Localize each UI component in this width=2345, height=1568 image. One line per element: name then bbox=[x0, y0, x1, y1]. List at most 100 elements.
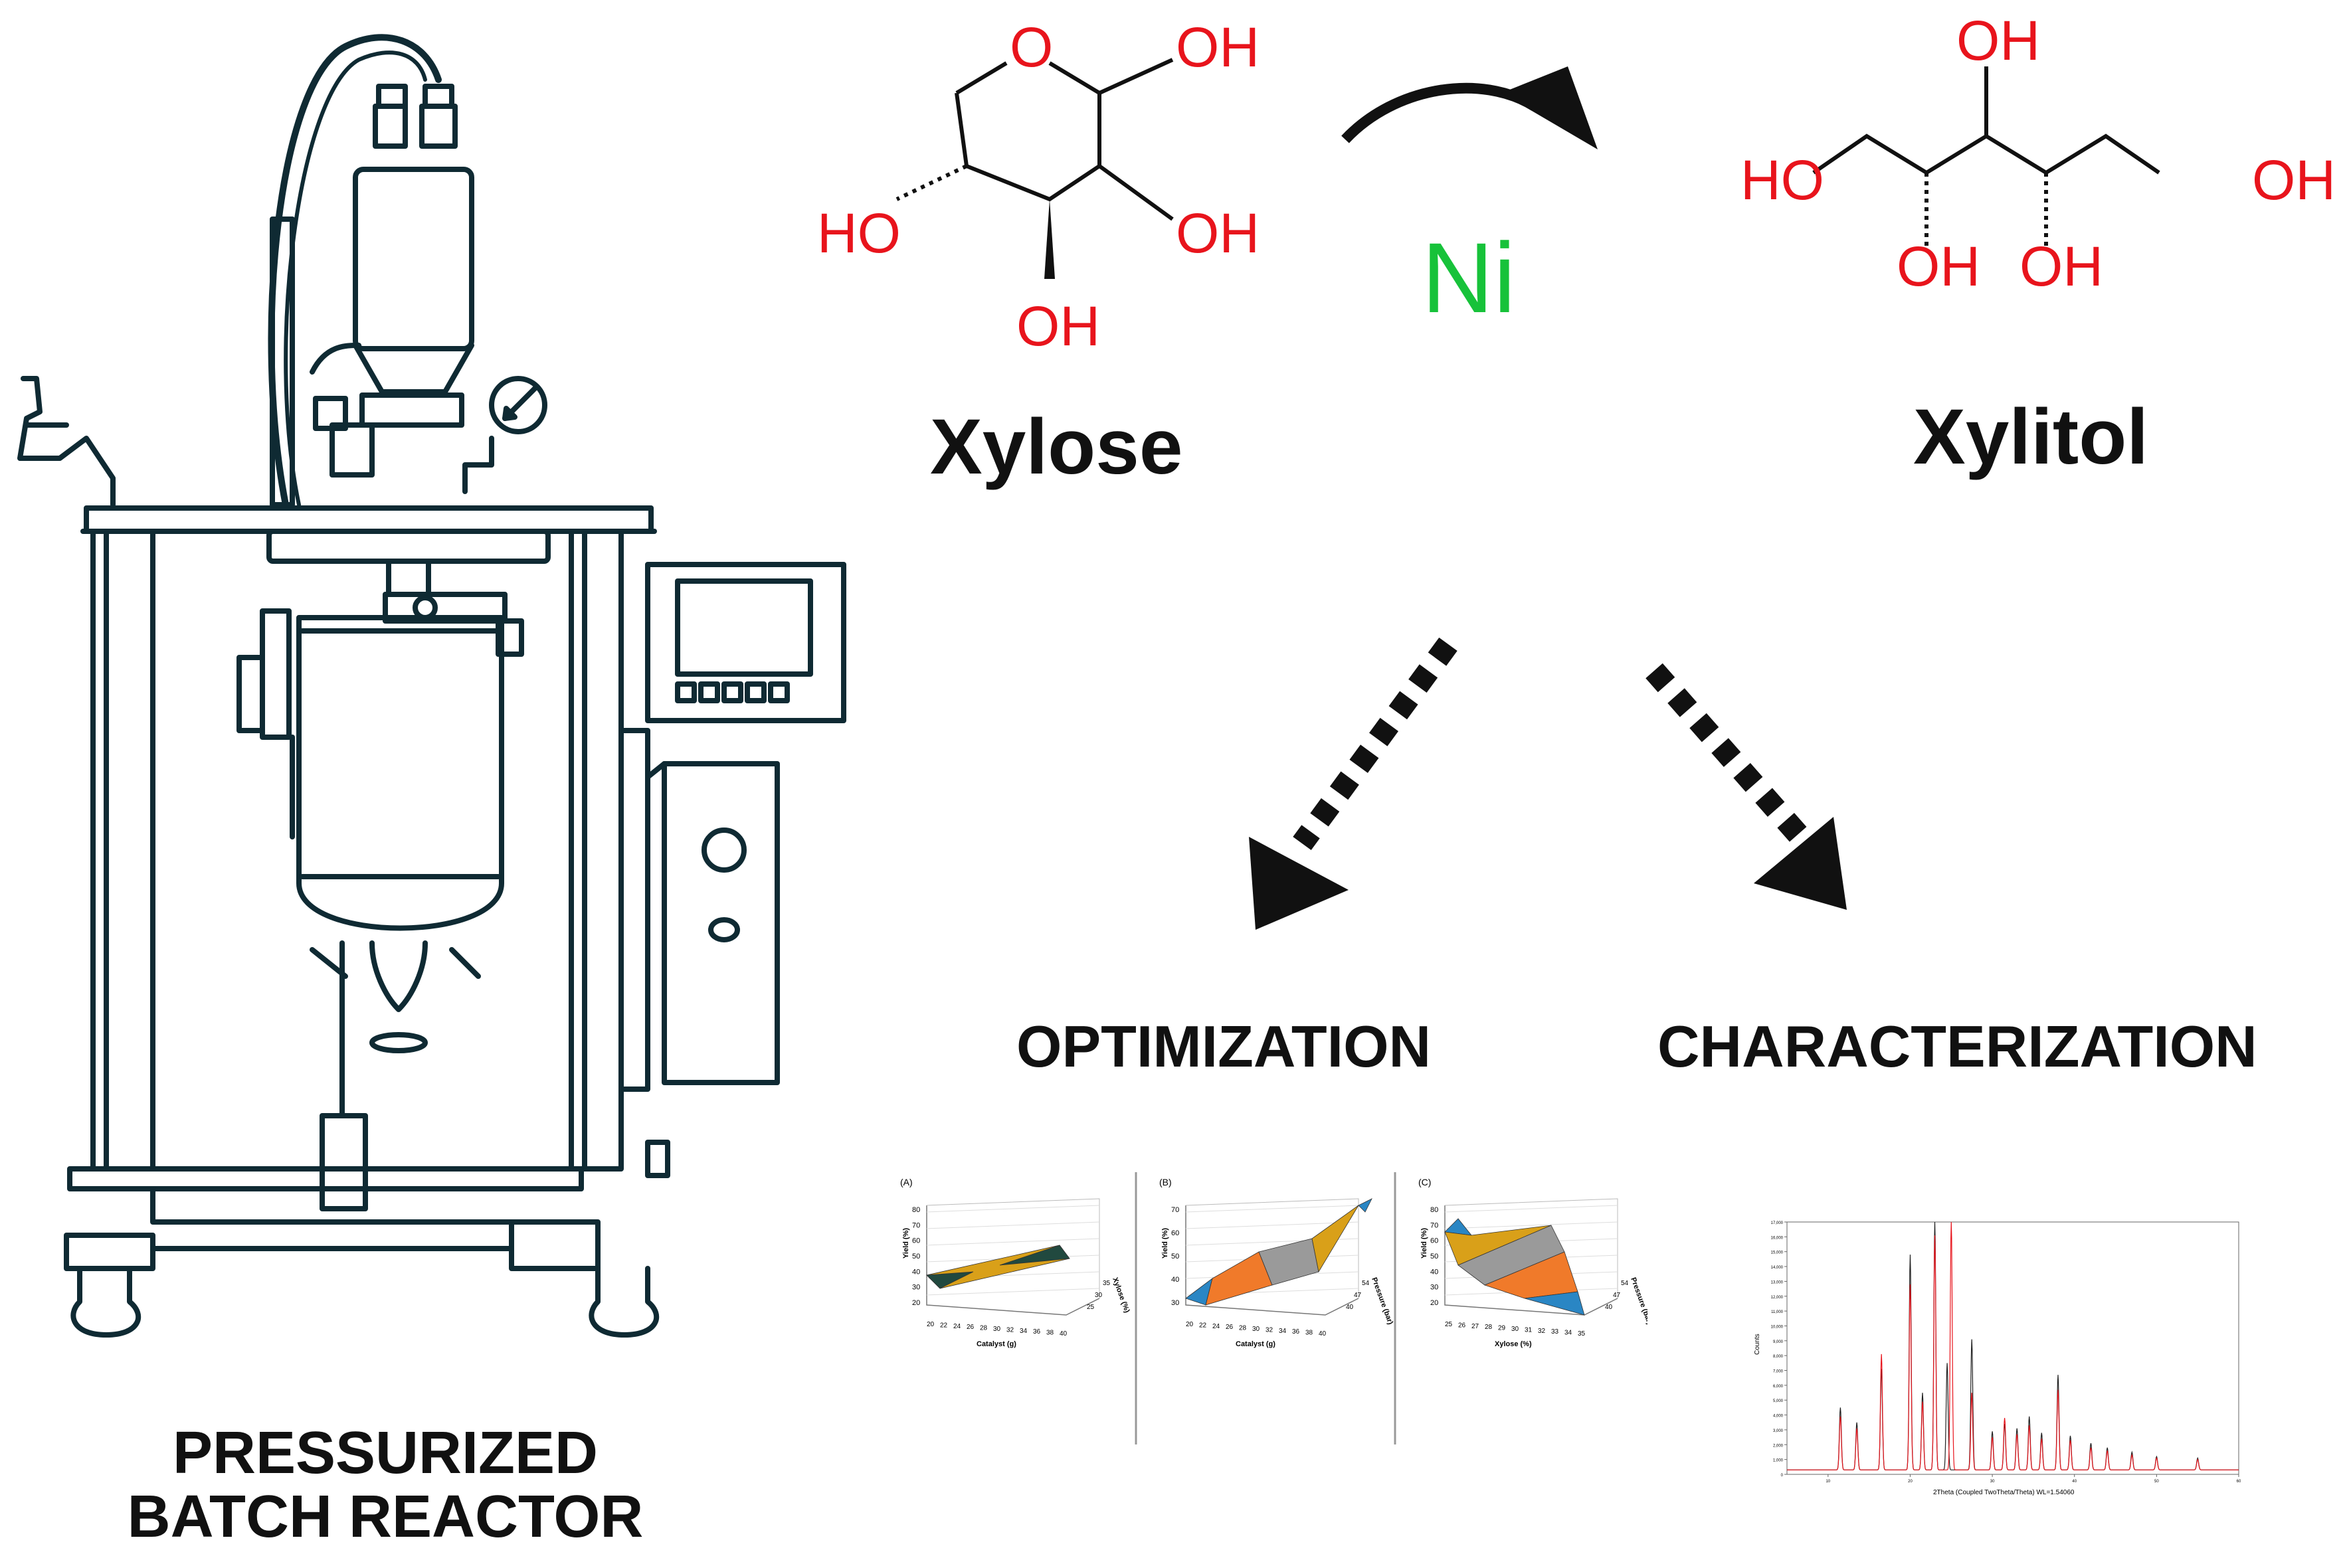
y-tick-label: 16,000 bbox=[1771, 1236, 1784, 1240]
xrd-ylabel: Counts bbox=[1754, 1334, 1761, 1355]
panel-tag: (A) bbox=[900, 1177, 913, 1187]
y-tick-label: 3,000 bbox=[1773, 1429, 1784, 1433]
y-tick-label: 9,000 bbox=[1773, 1340, 1784, 1344]
panel-tag: (C) bbox=[1418, 1177, 1431, 1187]
y-tick-label: 10,000 bbox=[1771, 1325, 1784, 1329]
optimization-heading: OPTIMIZATION bbox=[1016, 1013, 1432, 1079]
xrd-series bbox=[1787, 1221, 2239, 1470]
x-tick: 26 bbox=[967, 1324, 975, 1331]
reactor-drawing bbox=[17, 34, 846, 1338]
dotted-arrow-right-icon bbox=[1645, 663, 1809, 845]
x-tick: 30 bbox=[993, 1326, 1001, 1333]
reactor-label: PRESSURIZED BATCH REACTOR bbox=[60, 1421, 711, 1549]
y-tick: 40 bbox=[1605, 1304, 1613, 1311]
x-tick: 32 bbox=[1538, 1328, 1546, 1335]
xrd-series-line-1 bbox=[1787, 1221, 2239, 1470]
panel-tag: (B) bbox=[1159, 1177, 1172, 1187]
x-tick: 30 bbox=[1511, 1326, 1519, 1333]
z-tick: 70 bbox=[1430, 1221, 1438, 1229]
catalyst-text: Ni bbox=[1422, 222, 1516, 332]
characterization-heading: CHARACTERIZATION bbox=[1657, 1013, 2257, 1079]
z-label: Yield (%) bbox=[902, 1228, 910, 1259]
x-tick-label: 20 bbox=[1908, 1480, 1913, 1484]
z-tick: 60 bbox=[1430, 1237, 1438, 1245]
x-label: Catalyst (g) bbox=[1236, 1340, 1275, 1348]
y-tick-label: 0 bbox=[1781, 1474, 1784, 1478]
z-tick: 70 bbox=[1171, 1206, 1179, 1214]
y-tick: 47 bbox=[1613, 1292, 1621, 1299]
y-tick-label: 4,000 bbox=[1773, 1415, 1784, 1419]
z-tick: 40 bbox=[1171, 1276, 1179, 1284]
y-tick-label: 6,000 bbox=[1773, 1385, 1784, 1389]
x-tick: 20 bbox=[1186, 1321, 1194, 1328]
xrd-frame bbox=[1786, 1221, 2239, 1475]
z-tick: 30 bbox=[1171, 1299, 1179, 1307]
y-tick-label: 5,000 bbox=[1773, 1399, 1784, 1403]
x-tick: 28 bbox=[1485, 1324, 1493, 1331]
x-tick: 22 bbox=[940, 1322, 948, 1329]
y-tick-label: 14,000 bbox=[1771, 1266, 1784, 1270]
x-tick: 32 bbox=[1266, 1326, 1273, 1334]
xylose-structure: O OH HO OH OH bbox=[817, 16, 1260, 357]
y-tick: 54 bbox=[1362, 1280, 1370, 1287]
y-tick: 54 bbox=[1621, 1280, 1629, 1287]
xylitol-ho-left: HO bbox=[1740, 149, 1824, 211]
y-tick-label: 7,000 bbox=[1773, 1370, 1784, 1374]
branch-arrows bbox=[1249, 637, 1847, 930]
y-tick-label: 13,000 bbox=[1771, 1280, 1784, 1284]
y-label: Pressure (bar) bbox=[1629, 1276, 1647, 1326]
z-tick: 30 bbox=[1430, 1284, 1438, 1292]
y-tick-label: 11,000 bbox=[1771, 1310, 1784, 1314]
x-label: Catalyst (g) bbox=[977, 1340, 1016, 1348]
reaction-arrow-icon bbox=[1341, 66, 1598, 149]
x-label: Xylose (%) bbox=[1495, 1340, 1532, 1348]
y-tick: 40 bbox=[1346, 1304, 1354, 1311]
z-tick: 50 bbox=[1430, 1253, 1438, 1261]
z-tick: 20 bbox=[1430, 1299, 1438, 1307]
z-tick: 80 bbox=[912, 1206, 920, 1214]
x-tick: 29 bbox=[1498, 1325, 1506, 1332]
x-tick-label: 50 bbox=[2154, 1480, 2159, 1484]
x-tick: 25 bbox=[1445, 1321, 1453, 1328]
reactor-label-line2: BATCH REACTOR bbox=[127, 1484, 644, 1550]
y-tick-label: 17,000 bbox=[1771, 1221, 1784, 1225]
y-tick: 35 bbox=[1103, 1280, 1111, 1287]
x-tick-label: 60 bbox=[2237, 1480, 2241, 1484]
xylose-oh-4: OH bbox=[1016, 295, 1100, 357]
catalyst-label: Ni bbox=[1422, 222, 1516, 332]
y-tick-label: 15,000 bbox=[1771, 1251, 1784, 1255]
y-tick-label: 12,000 bbox=[1771, 1296, 1784, 1300]
x-tick: 36 bbox=[1292, 1328, 1300, 1336]
x-tick: 24 bbox=[953, 1323, 961, 1330]
reactant-name: Xylose bbox=[930, 403, 1183, 491]
xylose-ring-o: O bbox=[1010, 16, 1053, 78]
z-tick: 60 bbox=[912, 1237, 920, 1245]
y-tick: 25 bbox=[1087, 1304, 1095, 1311]
surface-facet bbox=[999, 1245, 1070, 1266]
surface-facet bbox=[1358, 1198, 1372, 1213]
x-tick: 35 bbox=[1578, 1330, 1586, 1338]
xylitol-oh-top: OH bbox=[1956, 9, 2040, 72]
surface-facet bbox=[1311, 1205, 1359, 1273]
x-tick: 36 bbox=[1033, 1328, 1041, 1336]
y-tick-label: 2,000 bbox=[1773, 1444, 1784, 1448]
x-tick: 33 bbox=[1551, 1328, 1559, 1336]
y-tick-label: 1,000 bbox=[1773, 1459, 1784, 1463]
xylose-oh-2: HO bbox=[817, 202, 901, 264]
panel-axis bbox=[1444, 1205, 1618, 1316]
x-tick-label: 10 bbox=[1826, 1480, 1830, 1484]
z-tick: 40 bbox=[1430, 1268, 1438, 1276]
x-tick: 38 bbox=[1046, 1330, 1054, 1337]
y-tick: 30 bbox=[1095, 1292, 1103, 1299]
reactor-label-line1: PRESSURIZED bbox=[172, 1420, 599, 1486]
x-tick: 26 bbox=[1458, 1322, 1466, 1329]
dotted-arrow-left-icon bbox=[1293, 637, 1457, 851]
z-tick: 50 bbox=[1171, 1253, 1179, 1261]
z-tick: 30 bbox=[912, 1284, 920, 1292]
xylose-oh-1: OH bbox=[1176, 16, 1260, 78]
z-tick: 40 bbox=[912, 1268, 920, 1276]
x-tick: 26 bbox=[1226, 1324, 1234, 1331]
